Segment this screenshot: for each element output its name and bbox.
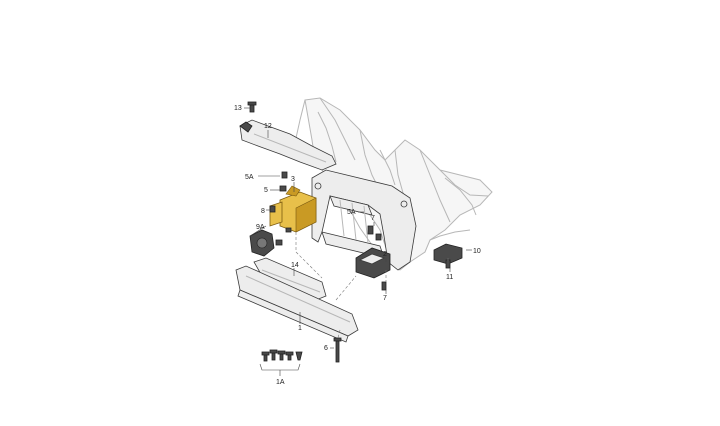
callout-6: 6 — [324, 345, 328, 352]
part-13-screw — [247, 101, 257, 113]
part-1a-fastener-kit — [259, 349, 303, 376]
callout-13: 13 — [234, 105, 242, 112]
callout-5: 5 — [264, 187, 268, 194]
callout-2: 2 — [383, 251, 387, 258]
callout-12: 12 — [264, 123, 272, 130]
part-12-upper-cover — [239, 119, 337, 171]
callout-leaders — [244, 107, 472, 349]
part-3-bracket-highlighted — [269, 185, 317, 233]
callout-5a-right: 5A — [347, 209, 356, 216]
part-9a-component — [249, 229, 283, 257]
part-10-11-right-mount — [433, 243, 463, 269]
callout-10: 10 — [473, 248, 481, 255]
callout-8: 8 — [261, 208, 265, 215]
part-2-right-bracket — [355, 225, 391, 291]
callout-14: 14 — [291, 262, 299, 269]
part-6-screw — [333, 337, 342, 363]
callout-7-lower: 7 — [383, 295, 387, 302]
callout-1a: 1A — [276, 379, 285, 386]
assembly-dashed-lines — [295, 232, 449, 339]
callout-7: 7 — [371, 215, 375, 222]
callout-5a-left: 5A — [245, 174, 254, 181]
left-fasteners — [269, 171, 292, 233]
callout-9a: 9A — [256, 224, 265, 231]
callout-11: 11 — [446, 274, 453, 281]
part-1-bumper-beam — [235, 265, 359, 343]
callout-1: 1 — [298, 325, 302, 332]
callout-labels: 13 12 3 5A 5 8 9A 14 1 5A 7 2 7 10 11 6 … — [234, 105, 481, 386]
callout-3: 3 — [291, 176, 295, 183]
